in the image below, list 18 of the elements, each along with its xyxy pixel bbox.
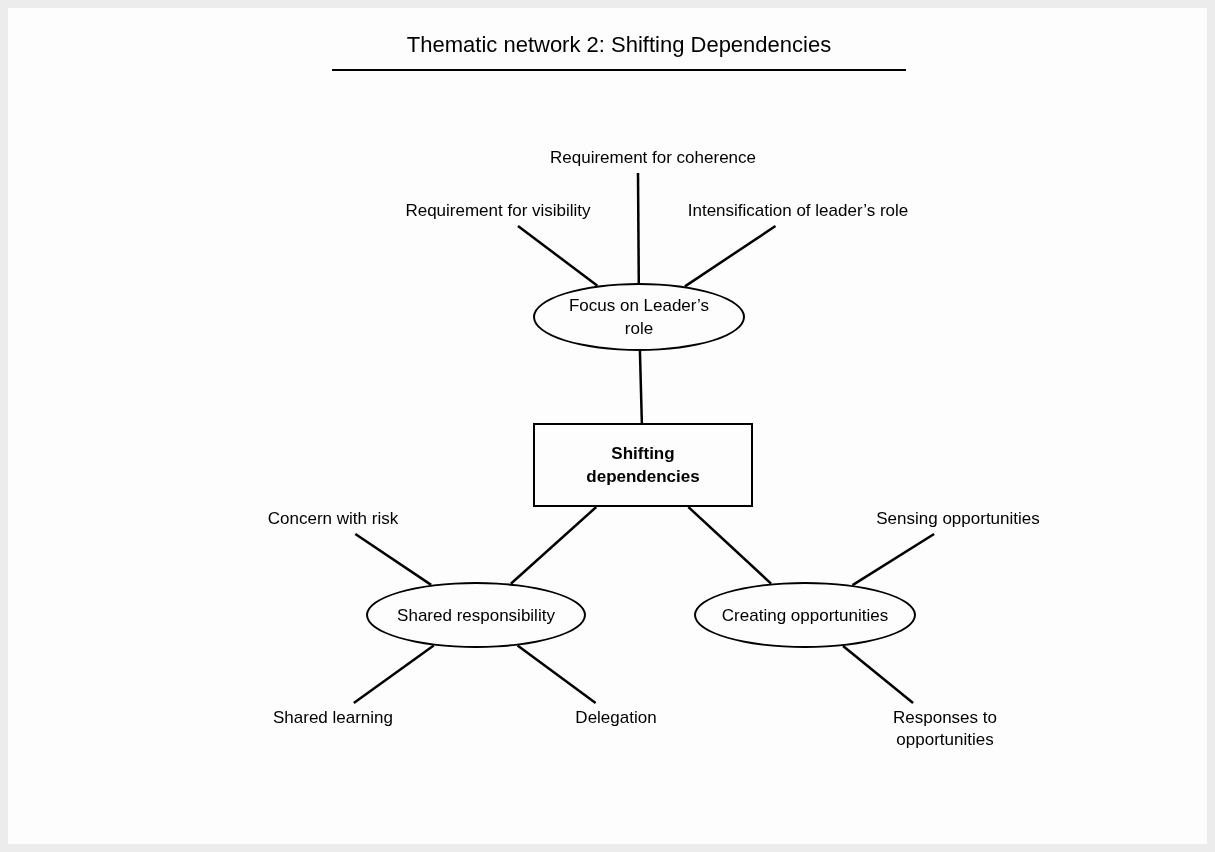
theme-ellipse: Focus on Leader’s role	[533, 283, 745, 351]
theme-ellipse: Shared responsibility	[366, 582, 586, 648]
theme-label: Requirement for visibility	[405, 200, 591, 222]
theme-ellipse: Creating opportunities	[694, 582, 916, 648]
theme-label: Concern with risk	[267, 508, 399, 530]
connector-line	[636, 173, 641, 283]
theme-label: Intensification of leader’s role	[687, 200, 909, 222]
diagram-title: Thematic network 2: Shifting Dependencies	[406, 32, 832, 57]
connector-line	[510, 506, 598, 585]
connector-line	[638, 350, 644, 424]
connector-line	[687, 506, 772, 585]
theme-label: Sensing opportunities	[876, 508, 1040, 530]
theme-label: Requirement for coherence	[550, 147, 756, 169]
theme-label: Delegation	[575, 707, 657, 729]
theme-label: Shared learning	[273, 707, 393, 729]
connector-line	[842, 645, 914, 704]
global-theme-box: Shifting dependencies	[533, 423, 753, 507]
theme-label: Responses to opportunities	[870, 707, 1020, 751]
